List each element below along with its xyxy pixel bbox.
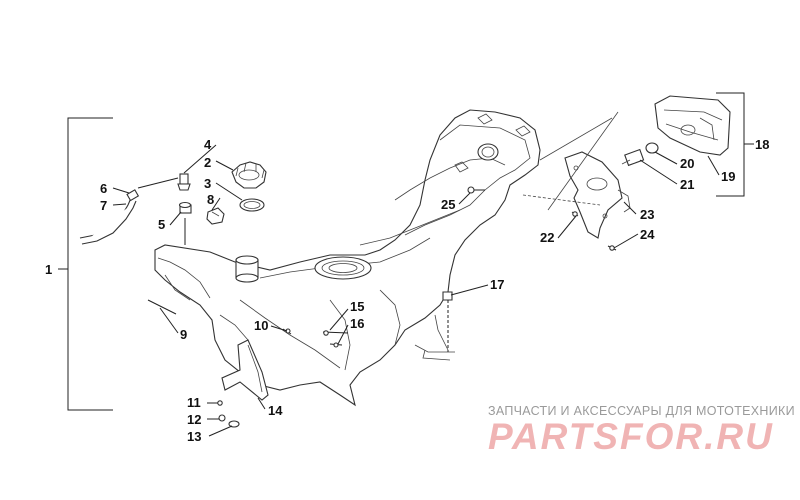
callout-23: 23 <box>640 207 654 222</box>
callout-22: 22 <box>540 230 554 245</box>
bulb-socket <box>621 142 659 167</box>
callout-2: 2 <box>204 155 211 170</box>
small-hardware <box>217 400 240 428</box>
callout-3: 3 <box>204 176 211 191</box>
callout-5: 5 <box>158 217 165 232</box>
callout-6: 6 <box>100 181 107 196</box>
callout-15: 15 <box>350 299 364 314</box>
callout-17: 17 <box>490 277 504 292</box>
taillight <box>654 95 731 156</box>
grommet <box>178 201 192 214</box>
fastener-25 <box>467 186 485 194</box>
callout-13: 13 <box>187 429 201 444</box>
callout-12: 12 <box>187 412 201 427</box>
callout-9: 9 <box>180 327 187 342</box>
callout-4: 4 <box>204 137 212 152</box>
filler-gasket <box>239 198 265 212</box>
callout-10: 10 <box>254 318 268 333</box>
callout-20: 20 <box>680 156 694 171</box>
callout-25: 25 <box>441 197 455 212</box>
watermark-logo: PARTSFOR.RU <box>488 416 774 457</box>
callout-21: 21 <box>680 177 694 192</box>
callout-24: 24 <box>640 227 655 242</box>
callout-8: 8 <box>207 192 214 207</box>
drain-line <box>147 299 177 315</box>
leader-lines <box>112 144 720 437</box>
callout-14: 14 <box>268 403 283 418</box>
fitting <box>206 207 225 225</box>
drain-bolt <box>442 291 453 352</box>
group-18-bracket <box>716 92 754 197</box>
callout-19: 19 <box>721 169 735 184</box>
mounting-bracket <box>221 339 269 401</box>
watermark-caption: ЗАПЧАСТИ И АКСЕССУАРЫ ДЛЯ МОТОТЕХНИКИ <box>488 404 795 418</box>
group-1-bracket <box>58 117 113 411</box>
callout-7: 7 <box>100 198 107 213</box>
fuel-tank <box>154 109 541 407</box>
taillight-bracket <box>564 151 631 239</box>
fuel-cap <box>231 161 267 189</box>
callout-11: 11 <box>187 395 201 410</box>
vent-valve <box>177 173 191 191</box>
callout-16: 16 <box>350 316 364 331</box>
callout-1: 1 <box>45 262 52 277</box>
vent-hose <box>79 189 140 245</box>
callout-18: 18 <box>755 137 769 152</box>
filler-neck <box>235 255 259 283</box>
